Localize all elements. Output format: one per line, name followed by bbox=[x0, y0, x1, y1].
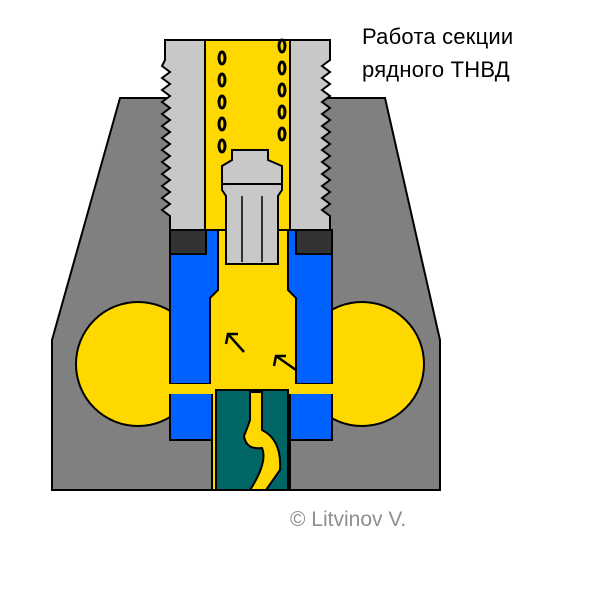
copyright-notice: © Litvinov V. bbox=[290, 508, 407, 531]
plunger-helix-groove bbox=[242, 391, 282, 491]
spring-icon bbox=[217, 38, 287, 154]
flow-arrow-icon bbox=[224, 332, 245, 353]
diagram-title-line-1: Работа секции bbox=[362, 24, 514, 49]
inlet-port-left bbox=[168, 384, 218, 394]
flow-arrow-icon bbox=[272, 354, 297, 372]
gasket-right bbox=[295, 229, 333, 255]
pressure-chamber bbox=[169, 229, 333, 491]
diagram-title-line-2: рядного ТНВД bbox=[362, 57, 510, 82]
gasket-left bbox=[169, 229, 207, 255]
delivery-valve bbox=[221, 149, 283, 265]
inlet-port-right bbox=[288, 384, 334, 394]
